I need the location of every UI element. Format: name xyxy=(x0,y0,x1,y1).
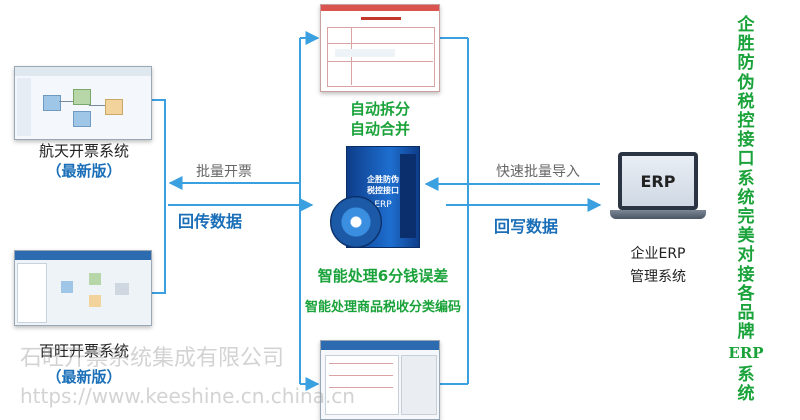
erp-screen-text: ERP xyxy=(640,172,676,191)
invoice-software-bottom xyxy=(320,340,440,420)
cd-disc-icon xyxy=(330,196,382,248)
watermark-company: 石旺开票系统集成有限公司 xyxy=(20,346,285,371)
label-return-data: 回传数据 xyxy=(178,212,243,231)
invoice-document-top xyxy=(320,4,440,92)
label-fast-import: 快速批量导入 xyxy=(496,164,580,180)
error-handling-text: 智能处理6分钱误差 xyxy=(317,267,449,285)
auto-split-text: 自动拆分 xyxy=(349,100,410,118)
side-vertical-text: 企胜 防伪 税控 接口 系统 完美 对接 各品 牌 ERP 系统 xyxy=(728,15,764,404)
erp-title-line2: 管理系统 xyxy=(630,269,686,285)
baiwang-screenshot xyxy=(14,250,152,326)
hangtian-version: （最新版） xyxy=(46,162,122,180)
tax-code-text: 智能处理商品税收分类编码 xyxy=(304,300,461,315)
baiwang-version: （最新版） xyxy=(46,368,122,386)
erp-title-line1: 企业ERP xyxy=(630,246,686,262)
watermark-url: https://www.keeshine.cn.china.cn xyxy=(20,384,355,408)
hangtian-title: 航天开票系统 xyxy=(38,142,129,160)
label-writeback-data: 回写数据 xyxy=(494,217,559,236)
auto-merge-text: 自动合并 xyxy=(349,120,410,138)
left-bracket-line xyxy=(150,99,166,294)
laptop-icon: ERP xyxy=(610,152,706,224)
hangtian-screenshot xyxy=(14,66,152,140)
baiwang-title: 百旺开票系统 xyxy=(38,342,129,360)
product-box: 企胜防伪税控接口 ERP xyxy=(330,146,434,256)
box-label-2: ERP xyxy=(374,200,392,210)
label-batch-invoice: 批量开票 xyxy=(196,164,252,180)
box-label-1: 企胜防伪税控接口 xyxy=(367,175,399,195)
